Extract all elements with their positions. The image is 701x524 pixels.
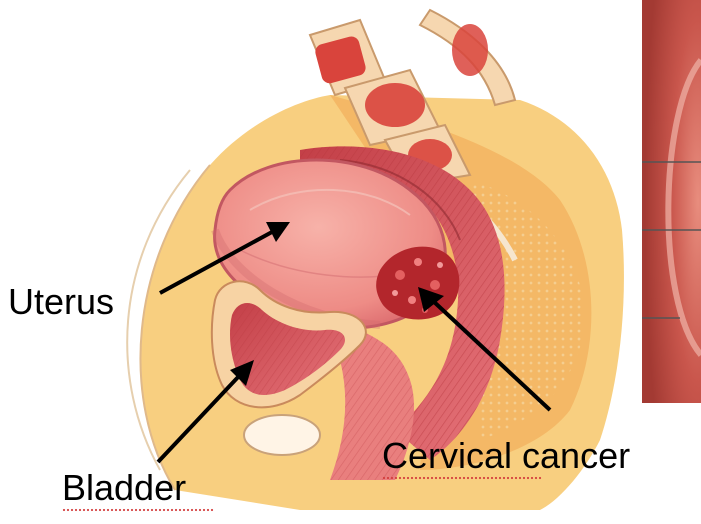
bladder-spellcheck-underline	[62, 508, 214, 512]
photo-panel	[642, 0, 701, 403]
bladder-label: Bladder	[62, 470, 186, 506]
uterus-label: Uterus	[8, 284, 114, 320]
cervical-cancer-label: Cervical cancer	[382, 438, 630, 474]
pubic-bone	[244, 415, 320, 455]
cervical-spellcheck-underline	[382, 476, 542, 480]
